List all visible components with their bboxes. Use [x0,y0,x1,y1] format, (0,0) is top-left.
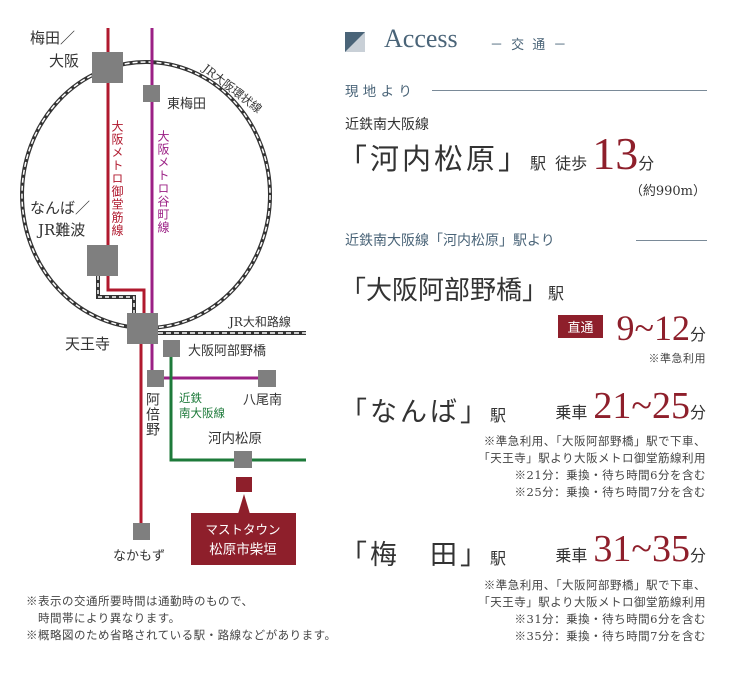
route-note: ※25分：乗換・待ち時間7分を含む [514,485,706,499]
disclaimer: ※表示の交通所要時間は通勤時のもので、 時間帯により異なります。 ※概略図のため… [26,593,337,644]
route-note: 「天王寺」駅より大阪メトロ御堂筋線利用 [478,595,706,609]
site-label-box [191,513,296,565]
unit-label: 分 [689,403,706,422]
eki-label: 駅 [490,406,507,425]
label-tennoji: 天王寺 [65,335,110,353]
route-notes: ※準急利用、「大阪阿部野橋」駅で下車、 「天王寺」駅より大阪メトロ御堂筋線利用 … [478,577,706,645]
page-subtitle: － 交 通 － [490,38,569,53]
route-note: ※準急利用、「大阪阿部野橋」駅で下車、 [483,578,706,592]
label-tanimachi: 大阪メトロ谷町線 [156,130,170,234]
jr-namba-connector [96,276,136,315]
direct-badge: 直通 [558,315,603,338]
note-line: ※表示の交通所要時間は通勤時のもので、 [26,594,254,608]
note-line: ※概略図のため省略されている駅・路線などがあります。 [26,628,337,642]
unit-label: 分 [689,546,706,565]
route-note: ※31分：乗換・待ち時間6分を含む [514,612,706,626]
station-name: 「梅 田」 [340,540,490,571]
minutes: 9~12 [616,308,690,348]
divider [636,240,707,241]
unit-label: 分 [638,154,655,173]
station-name: 「なんば」 [340,397,490,428]
route-note: ※21分：乗換・待ち時間6分を含む [514,468,706,482]
label-jr-namba: JR難波 [36,221,85,239]
label-abeno: 阿倍野 [144,392,160,437]
label-kintetsu-1: 近鉄 [179,391,202,405]
label-higashi-umeda: 東梅田 [167,96,206,112]
section-heading-station: 近鉄南大阪線「河内松原」駅より [345,233,555,249]
label-osaka: 大阪 [49,52,79,70]
label-namba: なんば／ [30,199,90,217]
route-note: 「天王寺」駅より大阪メトロ御堂筋線利用 [478,451,706,465]
label-kintetsu-2: 南大阪線 [179,406,225,420]
site-label-2: 松原市柴垣 [209,541,277,558]
label-nakamozu: なかもず [113,549,165,564]
route-note: ※準急利用、「大阪阿部野橋」駅で下車、 [483,434,706,448]
eki-label: 駅 [530,154,547,173]
mode-label: 乗車 [555,403,588,422]
station-umeda [92,52,123,83]
line-name: 近鉄南大阪線 [345,117,429,133]
station-name: 「河内松原」 [338,142,531,176]
section-heading-site: 現 地 よ り [345,84,412,100]
eki-label: 駅 [548,284,565,303]
site-label-1: マストタウン [205,522,280,537]
page-title: Access [384,24,458,53]
station-abenobashi [163,340,180,357]
station-name: 「大阪阿部野橋」 [340,276,549,306]
kintetsu-line [169,352,306,462]
route-notes: ※準急利用、「大阪阿部野橋」駅で下車、 「天王寺」駅より大阪メトロ御堂筋線利用 … [478,433,706,501]
label-kawachi-matsubara: 河内松原 [208,431,262,447]
note-line: 時間帯により異なります。 [26,611,181,625]
station-abeno [147,370,164,387]
route-map: 梅田／ 大阪 東梅田 なんば／ JR難波 天王寺 大阪阿部野橋 八尾南 河内松原… [20,28,306,565]
station-tennoji [127,313,158,344]
eki-label: 駅 [490,549,507,568]
site-pointer [238,494,250,514]
label-abenobashi: 大阪阿部野橋 [188,344,266,359]
route-note: ※準急利用 [648,352,706,365]
walk-row: 「河内松原」駅 徒歩 13分 [338,131,655,178]
divider [432,90,707,91]
walk-distance: （約990m） [629,184,706,199]
route-note: ※35分：乗換・待ち時間7分を含む [514,629,706,643]
route-abenobashi-time: 直通 9~12分 [558,307,706,349]
mode-label: 乗車 [555,546,588,565]
station-namba [87,245,118,276]
header-mark-icon [345,32,365,52]
label-umeda: 梅田／ [30,29,75,47]
label-jr-loop: JR大阪環状線 [199,61,265,117]
station-higashi-umeda [143,85,160,102]
walk-minutes: 13 [592,128,639,179]
route-namba: 「なんば」駅 [340,390,506,429]
minutes: 31~35 [593,528,690,570]
label-midosuji: 大阪メトロ御堂筋線 [110,120,124,237]
station-kawachi-matsubara [234,451,252,468]
station-nakamozu [133,523,150,540]
route-namba-time: 乗車 21~25分 [555,384,706,428]
unit-label: 分 [689,325,706,344]
route-umeda: 「梅 田」駅 [340,533,506,572]
route-abenobashi: 「大阪阿部野橋」駅 [340,270,564,307]
label-yaominami: 八尾南 [243,392,282,408]
station-yaominami [258,370,276,387]
minutes: 21~25 [593,385,690,427]
label-yamatoji: JR大和路線 [227,314,291,329]
route-umeda-time: 乗車 31~35分 [555,527,706,571]
midosuji-line [106,28,146,530]
mode-label: 徒歩 [555,154,588,173]
site-marker [236,477,252,492]
